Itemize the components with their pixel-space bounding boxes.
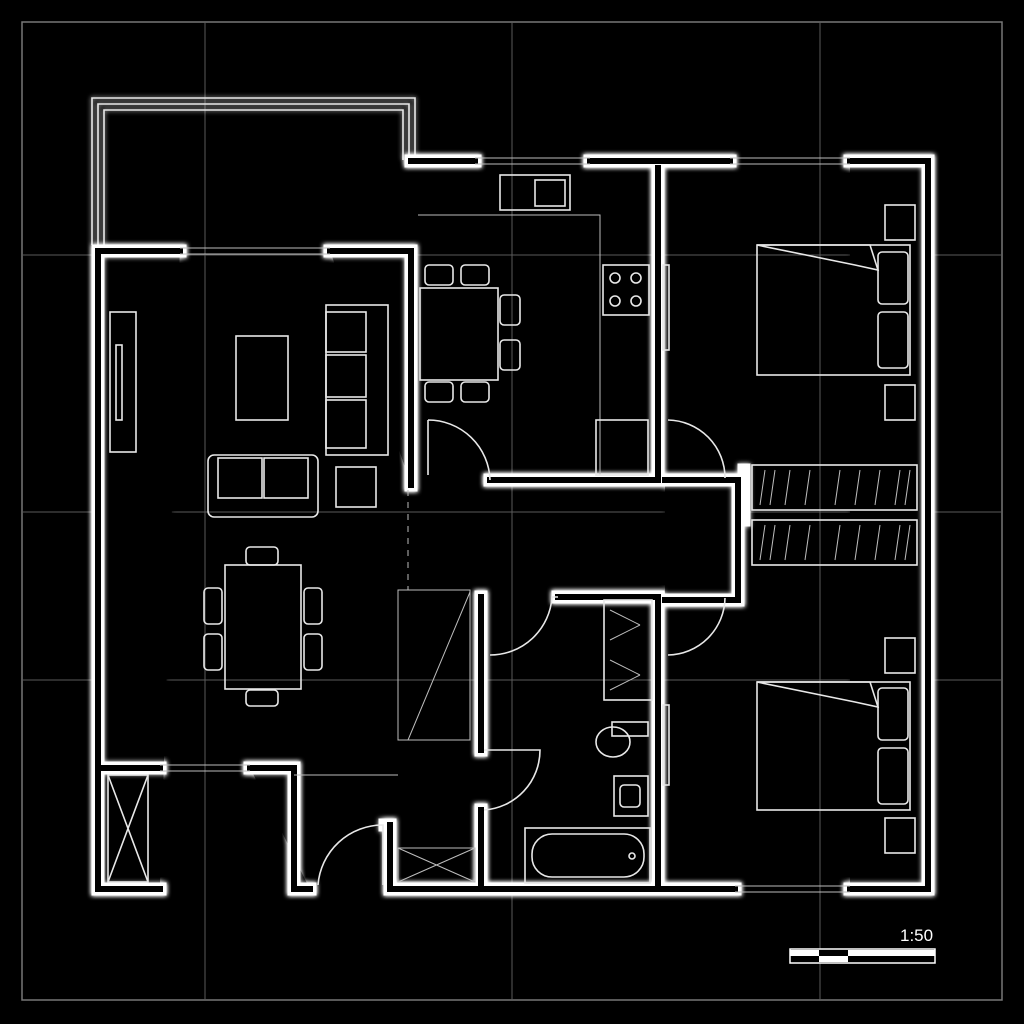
wall-mirror (662, 704, 670, 786)
bed-1 (756, 244, 911, 376)
bedroom-1-door (667, 419, 726, 479)
closet (107, 774, 149, 883)
sofa (325, 304, 389, 456)
bathroom-furniture (524, 599, 653, 884)
coffee-table (235, 335, 289, 421)
living-room-furniture (107, 304, 389, 883)
tv-unit (109, 311, 137, 453)
kitchen-table (419, 264, 521, 403)
balcony (91, 97, 416, 245)
armchair (335, 466, 377, 508)
scale-label: 1:50 (900, 926, 934, 945)
scale-bar (789, 948, 936, 964)
kitchen-door (427, 419, 491, 481)
tv (115, 344, 123, 421)
bathtub (524, 827, 651, 884)
windows (160, 157, 850, 893)
sink (499, 174, 571, 211)
toilet (595, 721, 649, 758)
bathroom-door (489, 596, 558, 656)
wardrobe-1 (751, 464, 918, 511)
wardrobe-2 (751, 519, 918, 566)
loveseat (207, 454, 319, 518)
stove (602, 264, 650, 316)
shoe-cabinet (397, 847, 476, 883)
stairs (397, 589, 471, 741)
nightstand (884, 637, 916, 674)
wall-fill (95, 158, 931, 892)
dining-table (203, 546, 323, 707)
doors (317, 419, 726, 886)
nightstand (884, 817, 916, 854)
entrance-door (317, 824, 384, 886)
wall-outlines (91, 154, 935, 896)
washbasin (613, 775, 649, 817)
fridge (595, 419, 649, 476)
kitchen-furniture (418, 174, 650, 476)
nightstand (884, 204, 916, 241)
bedroom-2-door (667, 597, 726, 656)
hall-door (483, 749, 541, 811)
wall-mirror (662, 264, 670, 351)
walls (98, 161, 928, 889)
linen-cabinet (603, 599, 653, 701)
bedroom-2-furniture (662, 519, 918, 854)
bed-2 (756, 681, 911, 811)
nightstand (884, 384, 916, 421)
hallway (294, 490, 476, 883)
bedroom-1-furniture (662, 204, 918, 511)
